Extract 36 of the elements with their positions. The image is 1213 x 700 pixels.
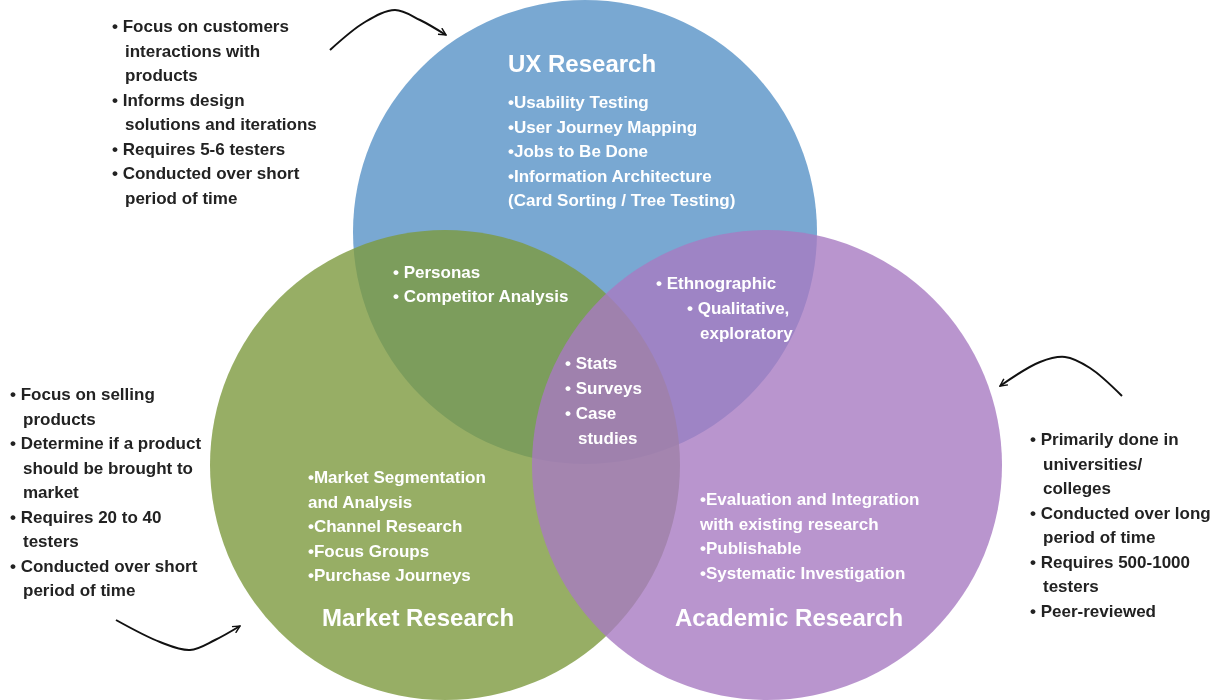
note-item: • Focus on customers interactions with products [112,16,290,87]
note-item: • Conducted over short period of time [112,163,301,210]
list-item: •Focus Groups [308,540,431,563]
note-item: • Requires 20 to 40 testers [10,506,163,553]
note-item: • Peer-reviewed [1030,600,1157,623]
list-item: •Evaluation and Integration with existing research [700,489,921,536]
list-item: •Publishable [700,538,803,560]
note-item: • Informs design solutions and iterations [112,89,318,136]
overlap-item: • Surveys [565,378,643,400]
curved-arrow [999,355,1123,397]
overlap-item: • Ethnographic [656,273,778,295]
list-item: •Systematic Investigation [700,562,907,585]
note-item: • Requires 5-6 testers [112,138,287,161]
list-item: •Channel Research [308,516,464,538]
list-item: •Purchase Journeys [308,565,472,587]
note-item: • Focus on selling products [10,384,156,431]
note-item: • Conducted over long period of time [1030,502,1212,549]
circle-heading: UX Research [508,50,657,78]
note-item: • Determine if a product should be brought to market [10,433,203,504]
overlap-item: • Case studies [565,403,639,450]
overlap-item: • Personas [393,262,482,284]
overlap-item: • Competitor Analysis [393,286,570,308]
list-item: •Market Segmentation and Analysis [308,467,487,514]
note-item: • Primarily done in universities/ colleges [1030,429,1180,500]
list-item: •Jobs to Be Done [508,141,650,163]
overlap-item: • Qualitative, exploratory [687,298,794,345]
list-item: •Information Architecture (Card Sorting / Tree Testing) [508,165,737,212]
list-item: •User Journey Mapping [508,116,699,139]
list-item: •Usability Testing [508,92,650,114]
note-item: • Requires 500-1000 testers [1030,551,1191,598]
circle-heading: Academic Research [675,604,904,632]
overlap-item: • Stats [565,353,619,375]
curved-arrow [329,9,447,51]
note-item: • Conducted over short period of time [10,555,199,602]
circle-heading: Market Research [322,604,515,632]
curved-arrow [115,619,241,652]
